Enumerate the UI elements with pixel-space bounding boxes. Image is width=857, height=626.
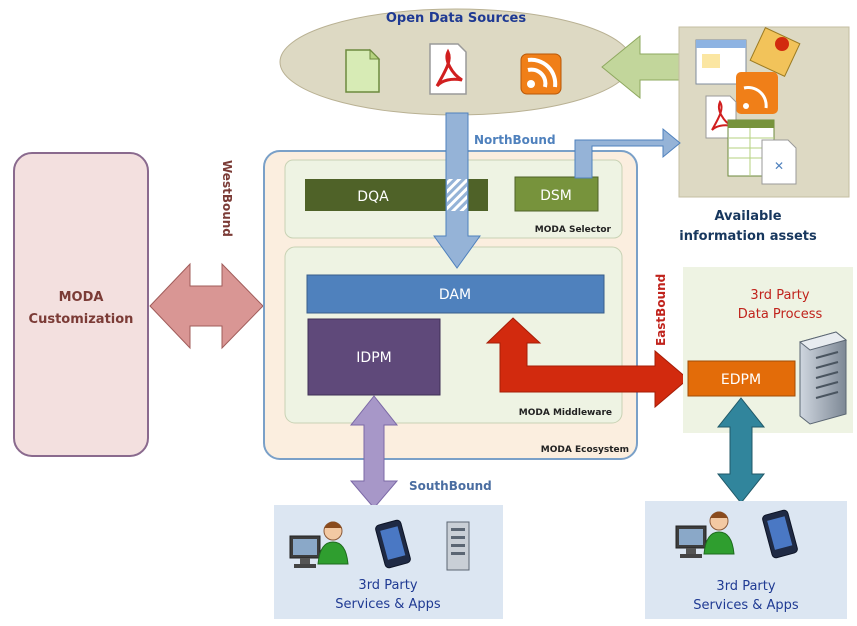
document-icon bbox=[345, 48, 381, 93]
moda-selector-label: MODA Selector bbox=[535, 225, 612, 235]
northbound-label: NorthBound bbox=[474, 133, 556, 147]
moda-ecosystem-label: MODA Ecosystem bbox=[541, 445, 629, 455]
dsm-label: DSM bbox=[540, 188, 572, 204]
edpm-box bbox=[687, 360, 796, 397]
westbound-arrow bbox=[149, 262, 264, 350]
services-left-line1: 3rd Party bbox=[358, 578, 417, 593]
dqa-label: DQA bbox=[357, 189, 389, 205]
third-party-process-line2: Data Process bbox=[738, 307, 823, 322]
services-right-line1: 3rd Party bbox=[716, 579, 775, 594]
server-tower-icon bbox=[446, 521, 470, 571]
idpm-box bbox=[307, 318, 441, 396]
idpm-label: IDPM bbox=[356, 350, 391, 366]
svg-text:✕: ✕ bbox=[774, 159, 784, 173]
services-left-line2: Services & Apps bbox=[335, 597, 441, 612]
dsm-to-assets-arrow bbox=[574, 127, 681, 179]
assets-label-line2: information assets bbox=[679, 229, 817, 244]
northbound-arrow-dqa-overlap bbox=[447, 179, 467, 211]
open-data-title: Open Data Sources bbox=[386, 11, 527, 26]
services-right-line2: Services & Apps bbox=[693, 598, 799, 613]
southbound-label: SouthBound bbox=[409, 479, 492, 493]
moda-customization-title: MODA bbox=[59, 290, 104, 305]
dsm-box bbox=[514, 176, 599, 212]
mobile-phone-icon bbox=[375, 519, 411, 569]
assets-label-line1: Available bbox=[714, 209, 781, 224]
moda-middleware-label: MODA Middleware bbox=[519, 408, 612, 418]
moda-customization-box bbox=[13, 152, 149, 457]
mobile-phone-icon-right bbox=[762, 509, 798, 559]
user-computer-icon bbox=[289, 521, 349, 568]
eastbound-label: EastBound bbox=[654, 274, 668, 346]
user-computer-icon-right bbox=[675, 511, 735, 558]
westbound-label: WestBound bbox=[220, 160, 234, 237]
pdf-icon bbox=[429, 43, 467, 95]
dam-label: DAM bbox=[439, 287, 471, 303]
moda-customization-subtitle: Customization bbox=[29, 312, 134, 327]
server-icon bbox=[798, 331, 848, 425]
dam-box bbox=[306, 274, 605, 314]
third-party-process-line1: 3rd Party bbox=[750, 288, 809, 303]
rss-icon bbox=[520, 53, 562, 95]
services-panel-right bbox=[645, 501, 847, 619]
assets-collage-icon: ✕ bbox=[695, 26, 801, 185]
edpm-label: EDPM bbox=[721, 372, 761, 388]
